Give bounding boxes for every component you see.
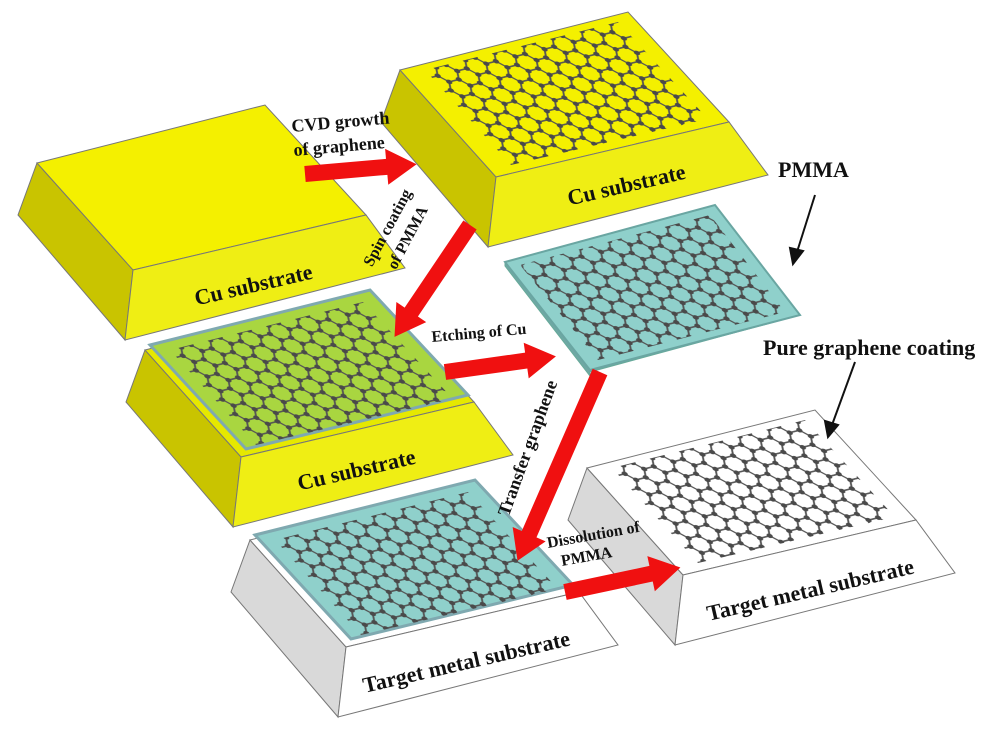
block-front-face xyxy=(487,121,769,248)
cvd-arrow xyxy=(304,148,417,185)
pmma-pointer-arrow xyxy=(796,194,816,253)
cvd-label-line2: of graphene xyxy=(293,132,386,160)
pure-graphene-pointer-head xyxy=(823,419,840,440)
cvd-label-line1: CVD growth xyxy=(291,108,391,136)
spin-coating-arrow xyxy=(394,220,477,337)
cu-substrate-block-pmma: Cu substrate xyxy=(125,288,514,529)
etching-arrow xyxy=(443,342,556,380)
pure-graphene-callout: Pure graphene coating xyxy=(763,335,975,360)
target-substrate-block-pure: Target metal substrate xyxy=(567,409,956,647)
block-front-face xyxy=(674,519,956,646)
block-front-face xyxy=(337,591,619,718)
pmma-pointer-head xyxy=(788,246,805,267)
block-front-face xyxy=(232,401,514,528)
dissolution-arrow xyxy=(563,556,681,600)
block-front-face xyxy=(124,214,406,341)
pmma-callout: PMMA xyxy=(778,157,849,182)
cu-substrate-block-plain: Cu substrate xyxy=(17,104,406,342)
pure-graphene-pointer-arrow xyxy=(831,361,856,426)
transfer-arrow xyxy=(512,368,608,561)
etching-label: Etching of Cu xyxy=(431,321,527,346)
